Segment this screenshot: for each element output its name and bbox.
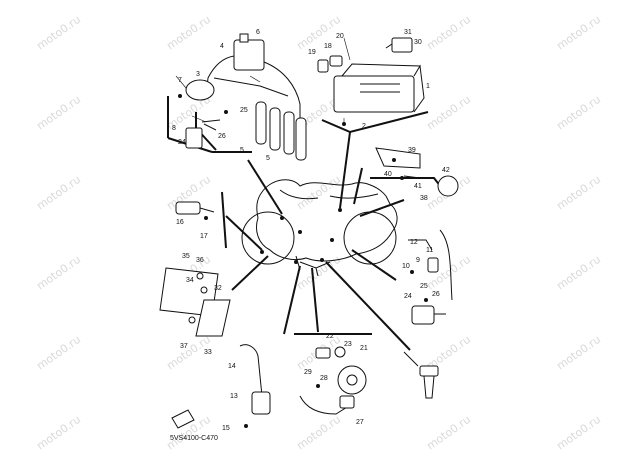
part-label: 36 bbox=[196, 257, 204, 264]
part-label: 3 bbox=[196, 71, 200, 78]
part-label: 24 bbox=[178, 139, 186, 146]
watermark-text: moto0.ru bbox=[34, 253, 83, 293]
part-label: 2 bbox=[362, 123, 366, 130]
part-label: 40 bbox=[384, 171, 392, 178]
leader-lines bbox=[225, 131, 411, 351]
part-label: 18 bbox=[324, 43, 332, 50]
part-label: 16 bbox=[176, 219, 184, 226]
bottom-right-sensor bbox=[403, 351, 439, 399]
part-label: 39 bbox=[408, 147, 416, 154]
part-label: 42 bbox=[442, 167, 450, 174]
part-label: 10 bbox=[402, 263, 410, 270]
part-label: 15 bbox=[222, 425, 230, 432]
watermark-text: moto0.ru bbox=[294, 413, 343, 453]
watermark-text: moto0.ru bbox=[424, 13, 473, 53]
part-label: 20 bbox=[336, 33, 344, 40]
watermark-text: moto0.ru bbox=[294, 173, 343, 213]
part-label: 38 bbox=[420, 195, 428, 202]
bottom-left-group bbox=[171, 344, 271, 429]
part-label: 22 bbox=[326, 333, 334, 340]
bottom-centre-group bbox=[294, 333, 372, 415]
relay-group bbox=[159, 267, 231, 337]
part-label: 14 bbox=[228, 363, 236, 370]
diagram-code: 5VS4100-C470 bbox=[170, 435, 218, 442]
part-label: 34 bbox=[186, 277, 194, 284]
part-label: 8 bbox=[172, 125, 176, 132]
part-label: 5 bbox=[266, 155, 270, 162]
watermark-text: moto0.ru bbox=[424, 413, 473, 453]
watermark-text: moto0.ru bbox=[34, 93, 83, 133]
watermark-text: moto0.ru bbox=[424, 93, 473, 133]
part-label: 9 bbox=[416, 257, 420, 264]
watermark-text: moto0.ru bbox=[164, 13, 213, 53]
watermark-text: moto0.ru bbox=[554, 173, 603, 213]
part-label: 6 bbox=[256, 29, 260, 36]
part-label: 26 bbox=[432, 291, 440, 298]
part-label: 28 bbox=[320, 375, 328, 382]
part-label: 21 bbox=[360, 345, 368, 352]
motorcycle-outline bbox=[241, 179, 398, 277]
part-label: 26 bbox=[218, 133, 226, 140]
part-label: 23 bbox=[344, 341, 352, 348]
part-label: 5 bbox=[240, 147, 244, 154]
watermark-text: moto0.ru bbox=[34, 13, 83, 53]
watermark-text: moto0.ru bbox=[34, 173, 83, 213]
ignition-coil-group bbox=[167, 33, 307, 161]
watermark-text: moto0.ru bbox=[34, 333, 83, 373]
part-label: 11 bbox=[426, 247, 433, 254]
part-label: 25 bbox=[240, 107, 248, 114]
watermark-text: moto0.ru bbox=[554, 93, 603, 133]
right-sensor-group bbox=[408, 229, 453, 325]
part-label: 4 bbox=[220, 43, 224, 50]
part-label: 25 bbox=[420, 283, 428, 290]
part-label: 41 bbox=[414, 183, 422, 190]
part-label: 27 bbox=[356, 419, 364, 426]
part-number-labels: 1 2 3 4 5 5 6 7 8 9 10 11 12 13 14 15 16… bbox=[172, 29, 450, 432]
part-label: 37 bbox=[180, 343, 188, 350]
part-label: 24 bbox=[404, 293, 412, 300]
ecu-group bbox=[317, 37, 429, 134]
watermark-text: moto0.ru bbox=[554, 333, 603, 373]
part-label: 32 bbox=[214, 285, 222, 292]
left-sensor-group bbox=[175, 191, 227, 249]
part-label: 33 bbox=[204, 349, 212, 356]
part-label: 31 bbox=[404, 29, 412, 36]
part-label: 12 bbox=[410, 239, 418, 246]
part-label: 13 bbox=[230, 393, 238, 400]
part-label: 35 bbox=[182, 253, 190, 260]
watermark-text: moto0.ru bbox=[554, 253, 603, 293]
watermark-text: moto0.ru bbox=[554, 13, 603, 53]
watermark-text: moto0.ru bbox=[34, 413, 83, 453]
part-label: 7 bbox=[178, 77, 182, 84]
part-label: 17 bbox=[200, 233, 208, 240]
part-label: 29 bbox=[304, 369, 312, 376]
watermark-text: moto0.ru bbox=[554, 413, 603, 453]
right-bracket-group bbox=[370, 147, 459, 197]
part-label: 1 bbox=[426, 83, 430, 90]
part-label: 19 bbox=[308, 49, 316, 56]
part-label: 30 bbox=[414, 39, 422, 46]
